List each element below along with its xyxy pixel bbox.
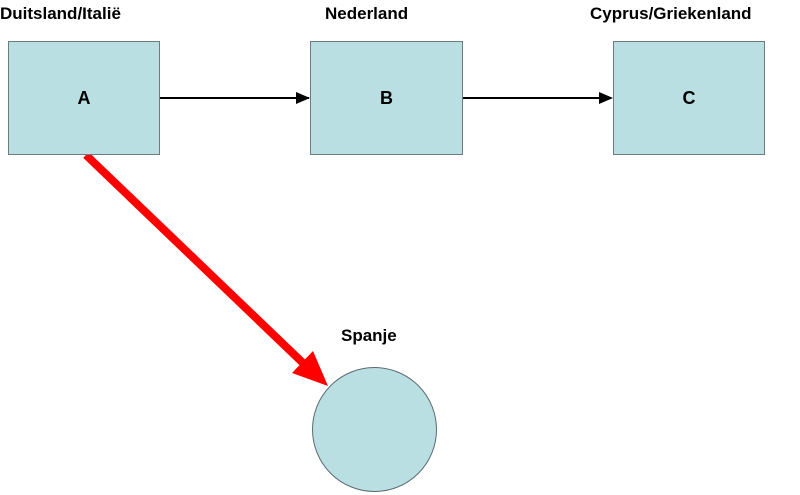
node-b-label: B [380,87,393,108]
node-a-box: A [8,41,160,155]
edge-b-to-c-arrowhead [599,92,613,104]
node-spanje-circle [312,367,437,492]
node-b-box: B [310,41,463,155]
node-spanje-title: Spanje [341,326,397,345]
node-a-label: A [77,87,91,108]
node-c-title: Cyprus/Griekenland [590,4,752,23]
node-a-title: Duitsland/Italië [0,4,121,23]
edge-a-to-b-arrowhead [296,92,310,104]
node-b-title: Nederland [325,4,409,23]
edge-a-to-spanje-arrowhead [292,351,328,386]
edge-a-to-spanje [83,152,306,366]
node-c-label: C [682,87,696,108]
node-c-box: C [613,41,765,155]
